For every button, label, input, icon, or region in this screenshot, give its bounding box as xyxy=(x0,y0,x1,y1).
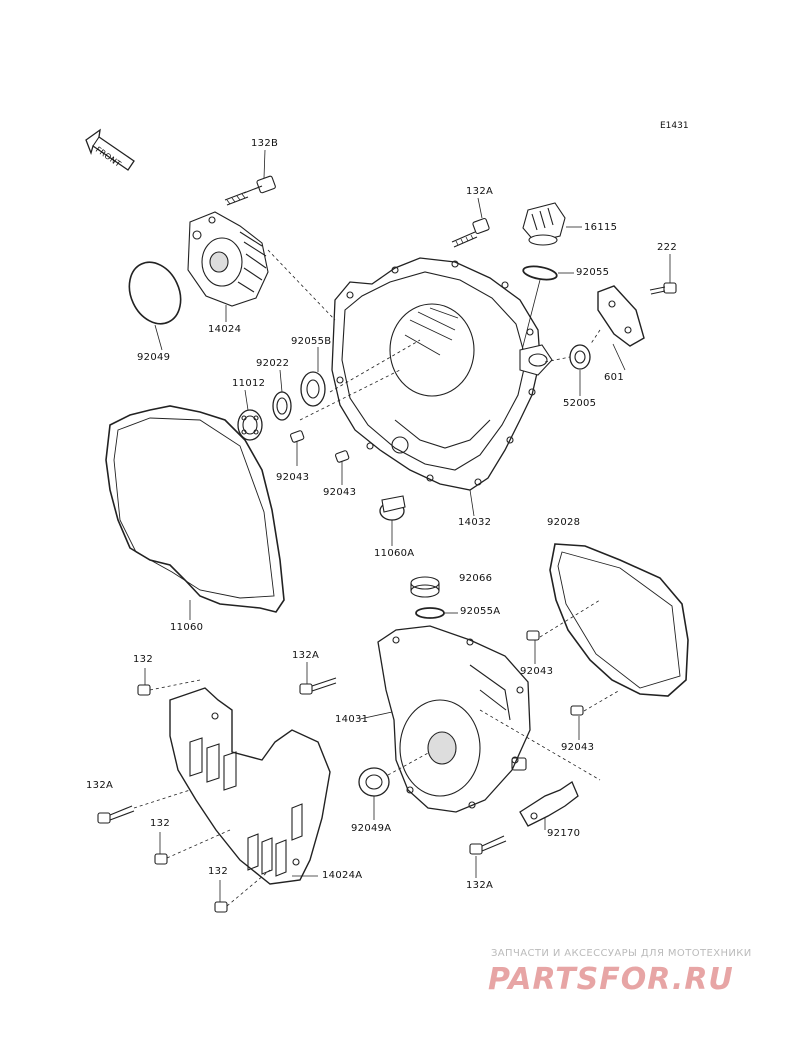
gasket-11060a xyxy=(549,543,689,697)
callout-132a-left: 132A xyxy=(86,780,114,791)
o-ring-92055b xyxy=(128,261,182,325)
clutch-cover-14032 xyxy=(331,257,553,491)
oil-filler-cap-16115 xyxy=(522,202,566,246)
dowel-pins-92043-upper xyxy=(290,430,350,463)
callout-52005: 52005 xyxy=(563,398,597,409)
screw-222 xyxy=(649,282,677,295)
diagram-code: E1431 xyxy=(660,121,689,131)
callout-92043-d: 92043 xyxy=(561,742,595,753)
pump-cover-14024 xyxy=(187,211,269,307)
callout-11012: 601 xyxy=(604,372,624,383)
bearing-601 xyxy=(237,409,263,441)
oil-seal-52005 xyxy=(569,344,591,370)
callout-92028: 11060A xyxy=(374,548,415,559)
callout-14032: 14032 xyxy=(458,517,492,528)
callout-132a-top: 132A xyxy=(466,186,494,197)
callout-11060: 11060 xyxy=(170,622,204,633)
callout-132-a: 132 xyxy=(133,654,153,665)
watermark-tagline: ЗАПЧАСТИ И АКСЕССУАРЫ ДЛЯ МОТОТЕХНИКИ xyxy=(491,948,752,959)
gasket-11060 xyxy=(105,405,285,613)
callout-132a-bottom: 132A xyxy=(466,880,494,891)
callout-92055b: 92049 xyxy=(137,352,171,363)
bushing-92028 xyxy=(379,495,406,521)
callout-92043-a: 92043 xyxy=(276,472,310,483)
plug-92066 xyxy=(410,576,440,598)
callout-92043-c: 92043 xyxy=(520,666,554,677)
callout-132-b: 132 xyxy=(150,818,170,829)
callout-11060a: 92028 xyxy=(547,517,581,528)
callout-601: 11012 xyxy=(232,378,266,389)
inspection-cover-11012 xyxy=(597,285,645,347)
callout-92049: 92055B xyxy=(291,336,332,347)
callout-92055: 92055 xyxy=(576,267,610,278)
callout-92049a: 92049A xyxy=(351,823,392,834)
callout-92055a: 92055A xyxy=(460,606,501,617)
leader-lines xyxy=(133,149,671,907)
bolt-132a-top xyxy=(451,217,490,248)
callout-92170: 92170 xyxy=(547,828,581,839)
oil-seal-92049a xyxy=(358,767,390,797)
callout-132a-mid: 132A xyxy=(292,650,320,661)
callout-132b: 132B xyxy=(251,138,279,149)
bracket-92170 xyxy=(519,781,579,827)
callout-16115: 16115 xyxy=(584,222,618,233)
callout-222: 222 xyxy=(657,242,677,253)
callout-14024a: 14024A xyxy=(322,870,363,881)
bolts-lower xyxy=(97,677,507,913)
dowel-pins-92043-lower xyxy=(526,630,584,716)
o-ring-92055 xyxy=(522,265,558,281)
callout-92022: 92022 xyxy=(256,358,290,369)
front-direction-arrow xyxy=(85,128,135,171)
oil-seal-92049 xyxy=(300,371,326,407)
callout-92043-b: 92043 xyxy=(323,487,357,498)
generator-cover-14031 xyxy=(377,625,531,813)
callout-92066: 92066 xyxy=(459,573,493,584)
watermark-logo: PARTSFOR.RU xyxy=(488,962,734,997)
washer-92022 xyxy=(272,391,292,421)
callout-132-c: 132 xyxy=(208,866,228,877)
callout-14024: 14024 xyxy=(208,324,242,335)
bolt-132b xyxy=(224,175,276,206)
callout-14031: 14031 xyxy=(335,714,369,725)
o-ring-92055a xyxy=(415,607,445,619)
sprocket-cover-14024a xyxy=(169,687,331,885)
